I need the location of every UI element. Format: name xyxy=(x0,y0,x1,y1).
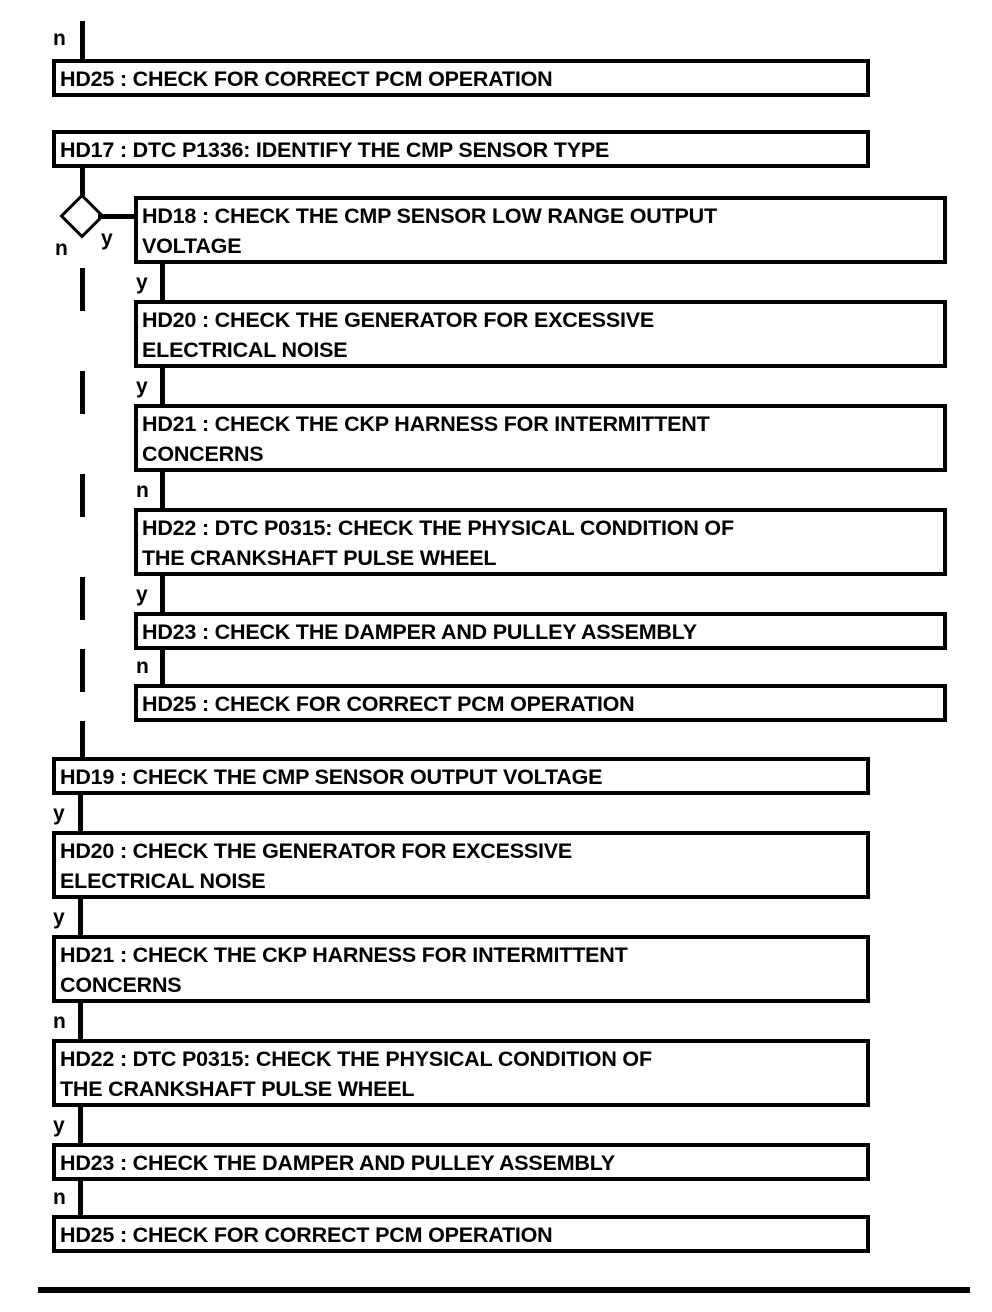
node-hd20-a[interactable]: HD20 : CHECK THE GENERATOR FOR EXCESSIVE… xyxy=(134,300,947,368)
branch-label-hd18-hd20a: y xyxy=(136,271,148,294)
connector-no-trunk-seg2 xyxy=(80,371,85,414)
branch-label-decision-yes: y xyxy=(101,227,113,250)
branch-label-hd19-hd20b: y xyxy=(53,802,65,825)
connector-hd20a-to-hd21a xyxy=(160,368,165,404)
node-hd25-a[interactable]: HD25 : CHECK FOR CORRECT PCM OPERATION xyxy=(134,684,947,722)
connector-hd21a-to-hd22a xyxy=(160,472,165,508)
branch-label-hd20a-hd21a: y xyxy=(136,375,148,398)
node-hd18[interactable]: HD18 : CHECK THE CMP SENSOR LOW RANGE OU… xyxy=(134,196,947,264)
branch-label-hd22a-hd23a: y xyxy=(136,583,148,606)
branch-label-hd21a-hd22a: n xyxy=(136,479,149,502)
connector-hd19-to-hd20b xyxy=(78,795,83,831)
node-hd23-b[interactable]: HD23 : CHECK THE DAMPER AND PULLEY ASSEM… xyxy=(52,1143,870,1181)
branch-label-hd20b-hd21b: y xyxy=(53,906,65,929)
connector-hd18-to-hd20a xyxy=(160,264,165,300)
node-hd21-b[interactable]: HD21 : CHECK THE CKP HARNESS FOR INTERMI… xyxy=(52,935,870,1003)
branch-label-hd23b-hd25b: n xyxy=(53,1186,66,1209)
connector-no-trunk-seg5 xyxy=(80,649,85,692)
node-hd21-a[interactable]: HD21 : CHECK THE CKP HARNESS FOR INTERMI… xyxy=(134,404,947,472)
node-hd17[interactable]: HD17 : DTC P1336: IDENTIFY THE CMP SENSO… xyxy=(52,130,870,168)
branch-label-hd22b-hd23b: y xyxy=(53,1114,65,1137)
connector-no-trunk-seg6 xyxy=(80,721,85,767)
connector-hd17-to-decision xyxy=(80,168,85,201)
connector-decision-yes xyxy=(98,214,136,219)
connector-no-trunk-seg4 xyxy=(80,577,85,620)
branch-label-hd23a-hd25a: n xyxy=(136,655,149,678)
connector-no-trunk-seg3 xyxy=(80,474,85,517)
node-hd25-b[interactable]: HD25 : CHECK FOR CORRECT PCM OPERATION xyxy=(52,1215,870,1253)
connector-incoming xyxy=(80,21,85,59)
connector-hd21b-to-hd22b xyxy=(78,1003,83,1039)
page-bottom-rule xyxy=(38,1287,970,1293)
node-hd22-a[interactable]: HD22 : DTC P0315: CHECK THE PHYSICAL CON… xyxy=(134,508,947,576)
node-hd19[interactable]: HD19 : CHECK THE CMP SENSOR OUTPUT VOLTA… xyxy=(52,757,870,795)
node-hd22-b[interactable]: HD22 : DTC P0315: CHECK THE PHYSICAL CON… xyxy=(52,1039,870,1107)
connector-hd23a-to-hd25a xyxy=(160,650,165,684)
node-hd25-top[interactable]: HD25 : CHECK FOR CORRECT PCM OPERATION xyxy=(52,59,870,97)
branch-label-decision-no: n xyxy=(55,237,68,260)
connector-hd22a-to-hd23a xyxy=(160,576,165,612)
node-hd20-b[interactable]: HD20 : CHECK THE GENERATOR FOR EXCESSIVE… xyxy=(52,831,870,899)
connector-hd23b-to-hd25b xyxy=(78,1181,83,1215)
node-hd23-a[interactable]: HD23 : CHECK THE DAMPER AND PULLEY ASSEM… xyxy=(134,612,947,650)
branch-label-incoming: n xyxy=(53,27,66,50)
connector-hd22b-to-hd23b xyxy=(78,1107,83,1143)
branch-label-hd21b-hd22b: n xyxy=(53,1010,66,1033)
connector-no-trunk-seg1 xyxy=(80,268,85,311)
connector-hd20b-to-hd21b xyxy=(78,899,83,935)
